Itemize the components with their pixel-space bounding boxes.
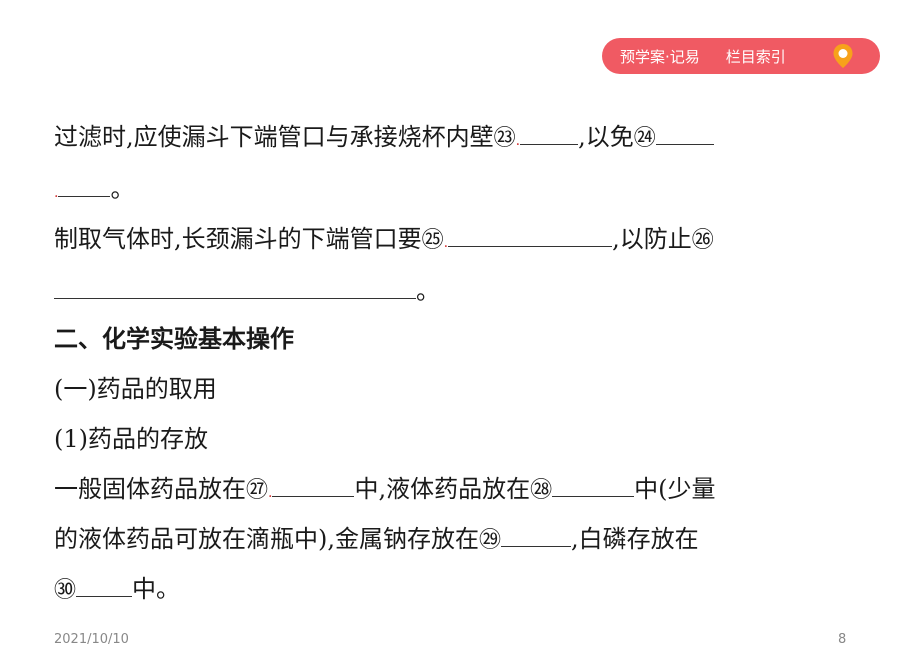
- answer-blank-24[interactable]: [655, 118, 714, 145]
- answer-blank-23[interactable]: [520, 118, 579, 145]
- section-heading: 二、化学实验基本操作: [54, 325, 294, 353]
- index-link[interactable]: 栏目索引: [725, 47, 786, 66]
- answer-blank-26[interactable]: [54, 272, 416, 299]
- text-line-3: 制取气体时,长颈漏斗的下端管口要㉕.,以防止㉖: [54, 220, 714, 260]
- nav-bar: 预学案·记易 栏目索引: [602, 38, 880, 74]
- blank-number-25: ㉕: [421, 228, 444, 253]
- blank-number-26: ㉖: [691, 228, 714, 253]
- text-line-8: 的液体药品可放在滴瓶中),金属钠存放在㉙,白磷存放在: [54, 520, 699, 558]
- page-number: 8: [838, 632, 847, 647]
- answer-blank-27[interactable]: [272, 470, 355, 497]
- blank-number-27: ㉗: [246, 478, 269, 503]
- answer-blank-25[interactable]: [448, 220, 613, 247]
- preview-link[interactable]: 预学案·记易: [620, 47, 700, 66]
- answer-blank-29[interactable]: [501, 520, 572, 547]
- text-line-1: 过滤时,应使漏斗下端管口与承接烧杯内壁㉓.,以免㉔: [54, 118, 714, 158]
- subsection-title-2: (1)药品的存放: [54, 425, 208, 453]
- blank-number-23: ㉓: [493, 126, 516, 151]
- blank-number-29: ㉙: [479, 528, 502, 553]
- answer-blank-28[interactable]: [552, 470, 635, 497]
- blank-number-28: ㉘: [530, 478, 553, 503]
- blank-number-24: ㉔: [633, 126, 656, 151]
- answer-blank-30[interactable]: [76, 570, 133, 597]
- answer-blank-24-cont[interactable]: [58, 170, 111, 197]
- location-pin-icon[interactable]: [832, 43, 854, 69]
- text-line-4: 。: [54, 272, 440, 308]
- subsection-title-1: (一)药品的取用: [54, 375, 217, 403]
- blank-number-30: ㉚: [54, 578, 77, 603]
- footer-date: 2021/10/10: [54, 632, 129, 647]
- text-line-2: .。: [54, 170, 134, 210]
